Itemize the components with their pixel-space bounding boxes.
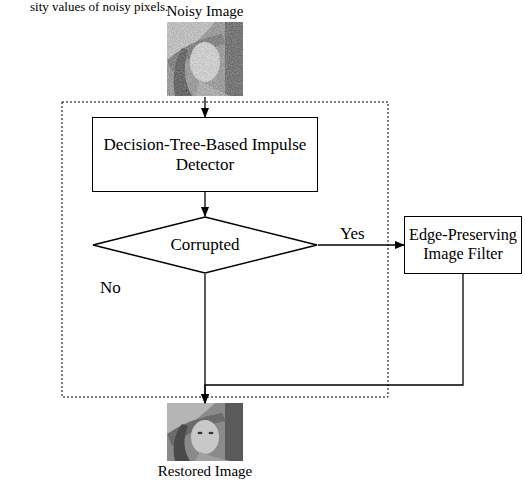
node-text: Restored Image [158, 463, 253, 479]
connector-arrow [204, 274, 205, 403]
connector-arrow [205, 274, 463, 403]
node-text: Edge-Preserving Image Filter [409, 226, 517, 263]
edge-label: Yes [338, 225, 367, 243]
process-box: Decision-Tree-Based Impulse Detector [92, 117, 318, 192]
image-panel: Restored Image [155, 403, 255, 479]
node-text: Noisy Image [166, 3, 243, 19]
caption-fragment: sity values of noisy pixels. [30, 0, 168, 14]
noisy-photo [167, 22, 243, 96]
connector-arrow [204, 192, 205, 216]
image-panel: Noisy Image [155, 3, 255, 97]
group-outline [62, 102, 388, 397]
restored-photo [167, 403, 243, 461]
node-text: Corrupted [171, 235, 240, 255]
node-text: Decision-Tree-Based Impulse Detector [97, 135, 313, 174]
connector-arrow [318, 244, 404, 245]
edge-label: No [98, 279, 123, 297]
decision-diamond: Corrupted [92, 216, 318, 274]
connector-arrow [204, 97, 205, 117]
process-box: Edge-Preserving Image Filter [404, 216, 522, 274]
